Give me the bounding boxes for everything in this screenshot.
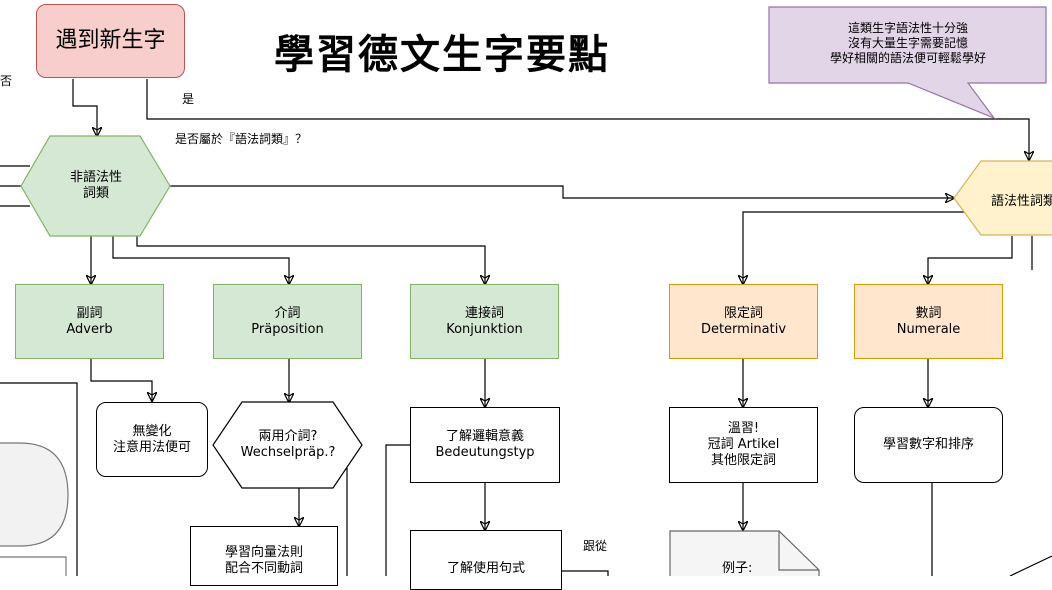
edge-to-preposition	[112, 236, 289, 284]
start-label: 遇到新生字	[55, 28, 166, 53]
grammar-hexagon	[953, 160, 1052, 236]
determinative-node: 限定詞 Determinativ	[669, 284, 818, 359]
left-shape	[0, 442, 69, 547]
left-shape-2	[0, 556, 67, 576]
left-frame	[0, 382, 78, 576]
follow-label: 跟從	[583, 539, 608, 553]
adverb-note-node: 無變化 注意用法便可	[96, 402, 208, 477]
syntax-node: 了解使用句式	[410, 530, 562, 590]
edge-meaning-left	[385, 444, 410, 576]
no-label: 否	[0, 74, 13, 88]
edge-to-determinative	[743, 211, 990, 284]
edge-to-conjunction	[136, 236, 485, 284]
grammar-label: 語法性詞類	[991, 194, 1052, 209]
edge-to-numeral	[928, 236, 1013, 284]
connector-lines	[0, 79, 1052, 576]
meaning-node: 了解邏輯意義 Bedeutungstyp	[410, 407, 560, 483]
edge-start-to-grammar	[146, 79, 1029, 160]
numbers-node: 學習數字和排序	[854, 407, 1003, 483]
preposition-node: 介詞 Präposition	[213, 284, 362, 359]
nongrammar-label: 非語法性 詞類	[69, 170, 122, 201]
example-document-shape	[669, 530, 820, 576]
yes-label: 是	[182, 92, 195, 106]
edge-right-diag	[1009, 555, 1052, 576]
numeral-node: 數詞 Numerale	[854, 284, 1003, 359]
callout-shape	[768, 6, 1047, 120]
callout-note: 這類生字語法性十分強 沒有大量生字需要記憶 學好相關的語法便可輕鬆學好	[829, 20, 986, 65]
page-title: 學習德文生字要點	[274, 32, 610, 78]
wechsel-label: 兩用介詞? Wechselpräp.?	[240, 429, 336, 460]
edge-syntax-follow	[562, 570, 609, 576]
nongrammar-hexagon	[20, 135, 171, 237]
question-label: 是否屬於『語法詞類』？	[175, 132, 308, 146]
review-node: 溫習! 冠詞 Artikel 其他限定詞	[669, 407, 818, 483]
edge-nongrammar-to-grammar	[170, 185, 954, 198]
wechsel-rule-node: 學習向量法則 配合不同動詞	[190, 526, 338, 586]
edge-adverb-note	[90, 359, 152, 401]
example-label: 例子:	[722, 561, 753, 576]
start-node: 遇到新生字	[36, 4, 185, 78]
conjunction-node: 連接詞 Konjunktion	[410, 284, 559, 359]
edge-start-to-nongrammar	[72, 79, 97, 136]
adverb-node: 副詞 Adverb	[15, 284, 164, 359]
wechsel-hexagon	[212, 401, 363, 489]
